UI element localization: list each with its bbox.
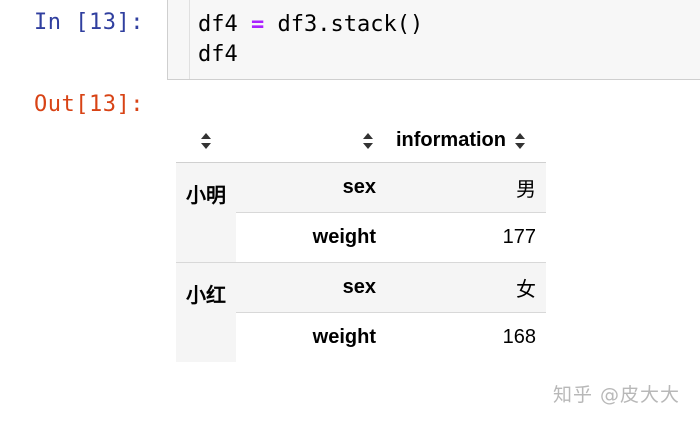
watermark: 知乎 @皮大大 [553, 384, 681, 406]
row-index-level2: weight [236, 212, 386, 263]
cell-value: 177 [386, 212, 546, 263]
table-row: 小红 sex 女 [176, 262, 546, 362]
row-index-level2: sex [236, 162, 386, 213]
table-row: weight 168 [176, 312, 546, 362]
sort-icon[interactable] [198, 131, 214, 151]
index-header-level1[interactable] [176, 120, 236, 163]
code-line-2: df4 [198, 42, 238, 67]
row-index-level2: sex [236, 262, 386, 313]
code-text[interactable]: df4 = df3.stack() df4 [198, 10, 423, 70]
table-header-row: information [176, 120, 546, 163]
cell-value: 男 [386, 162, 546, 213]
table-row: weight 177 [176, 212, 546, 263]
dataframe-output: information 小明 sex 男 weight 177 小红 sex 女… [176, 120, 546, 362]
column-header-information[interactable]: information [386, 120, 546, 163]
column-header-label: information [396, 129, 506, 152]
row-index-level1: 小红 [176, 262, 236, 362]
cell-value: 168 [386, 312, 546, 362]
index-header-level2[interactable] [236, 120, 386, 163]
code-token-operator: = [251, 12, 265, 37]
input-prompt: In [13]: [34, 10, 144, 35]
row-index-level1: 小明 [176, 162, 236, 263]
cell-value: 女 [386, 262, 546, 313]
code-token-var: df4 [198, 12, 238, 37]
table-row: 小明 sex 男 [176, 162, 546, 263]
sort-icon[interactable] [360, 131, 376, 151]
code-editor[interactable]: df4 = df3.stack() df4 [189, 0, 700, 79]
row-index-level2: weight [236, 312, 386, 362]
output-prompt: Out[13]: [34, 92, 144, 117]
sort-icon[interactable] [512, 131, 528, 151]
code-cell[interactable]: df4 = df3.stack() df4 [167, 0, 700, 80]
code-token-call: df3.stack() [277, 12, 424, 37]
